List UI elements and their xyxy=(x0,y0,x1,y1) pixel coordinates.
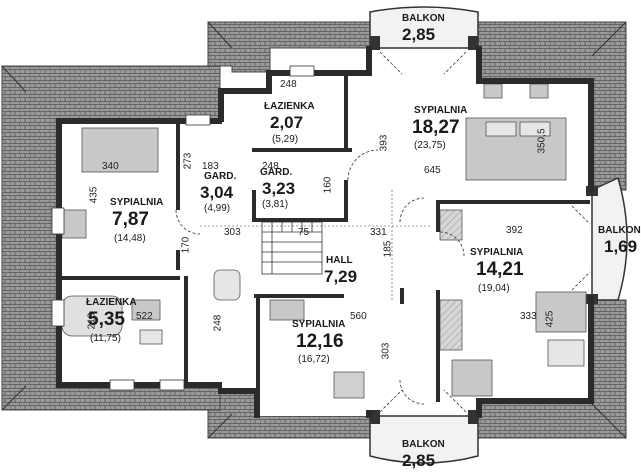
dim-label: 185 xyxy=(382,240,394,258)
balcony-bottom-area: 2,85 xyxy=(402,451,436,470)
furniture xyxy=(61,83,587,399)
windows xyxy=(51,65,315,391)
walls xyxy=(56,46,594,418)
wardrobe-2-area-total: (3,81) xyxy=(262,199,289,210)
bedroom-bottom-name: SYPIALNIA xyxy=(292,319,346,330)
bedroom-bottom-area: 12,16 xyxy=(296,331,344,352)
balcony-right-name: BALKON xyxy=(598,225,641,236)
bedroom-left-name: SYPIALNIA xyxy=(110,197,164,208)
balcony-bottom-name: BALKON xyxy=(402,439,445,450)
bedroom-large-area-total: (23,75) xyxy=(414,140,446,151)
dim-label: 75 xyxy=(298,227,310,238)
wardrobe-2-name: GARD. xyxy=(260,167,293,178)
balcony-top xyxy=(369,6,479,50)
dim-label: 350,5 xyxy=(536,128,548,154)
dim-label: 303 xyxy=(380,342,392,360)
hall-area: 7,29 xyxy=(324,267,358,286)
dim-label: 340 xyxy=(102,161,119,172)
bathroom-left-area-total: (11,75) xyxy=(90,333,121,344)
dim-label: 248 xyxy=(262,161,279,172)
dim-label: 645 xyxy=(424,165,441,176)
bathroom-top-area: 2,07 xyxy=(270,113,304,132)
balcony-top-name: BALKON xyxy=(402,13,445,24)
bathroom-top-name: ŁAZIENKA xyxy=(264,101,315,112)
dim-label: 170 xyxy=(180,236,192,254)
dim-label: 160 xyxy=(322,176,334,194)
bedroom-right-name: SYPIALNIA xyxy=(470,247,524,258)
dim-label: 248 xyxy=(280,79,297,90)
dim-label: 392 xyxy=(506,225,523,236)
bedroom-large-name: SYPIALNIA xyxy=(414,105,468,116)
bathroom-left-area: 5,35 xyxy=(88,309,125,330)
bedroom-bottom-area-total: (16,72) xyxy=(298,354,330,365)
wardrobe-1-name: GARD. xyxy=(204,171,237,182)
balcony-right-area: 1,69 xyxy=(604,237,638,256)
dim-label: 331 xyxy=(370,227,387,238)
dim-label: 393 xyxy=(378,134,390,152)
bathroom-left-name: ŁAZIENKA xyxy=(86,297,137,308)
dim-label: 303 xyxy=(224,227,241,238)
dim-label: 333 xyxy=(520,311,537,322)
hall-name: HALL xyxy=(326,255,353,266)
balcony-top-area: 2,85 xyxy=(402,25,436,44)
bedroom-left-area-total: (14,48) xyxy=(114,233,146,244)
dim-label: 425 xyxy=(544,310,556,328)
bathroom-top-area-total: (5,29) xyxy=(272,134,299,145)
dim-label: 435 xyxy=(88,186,100,204)
dim-label: 218 xyxy=(86,312,98,330)
dim-label: 248 xyxy=(212,314,224,332)
dim-label: 560 xyxy=(350,311,367,322)
dim-label: 273 xyxy=(182,152,194,170)
bedroom-right-area-total: (19,04) xyxy=(478,283,510,294)
doors xyxy=(175,51,591,413)
dim-label: 522 xyxy=(136,311,153,322)
bedroom-left-area: 7,87 xyxy=(112,209,149,230)
dim-label: 183 xyxy=(202,161,219,172)
balcony-bottom xyxy=(369,410,479,464)
bedroom-large-area: 18,27 xyxy=(412,117,460,138)
wardrobe-1-area-total: (4,99) xyxy=(204,203,231,214)
wardrobe-1-area: 3,04 xyxy=(200,183,234,202)
bedroom-right-area: 14,21 xyxy=(476,259,524,280)
wardrobe-2-area: 3,23 xyxy=(262,179,296,198)
